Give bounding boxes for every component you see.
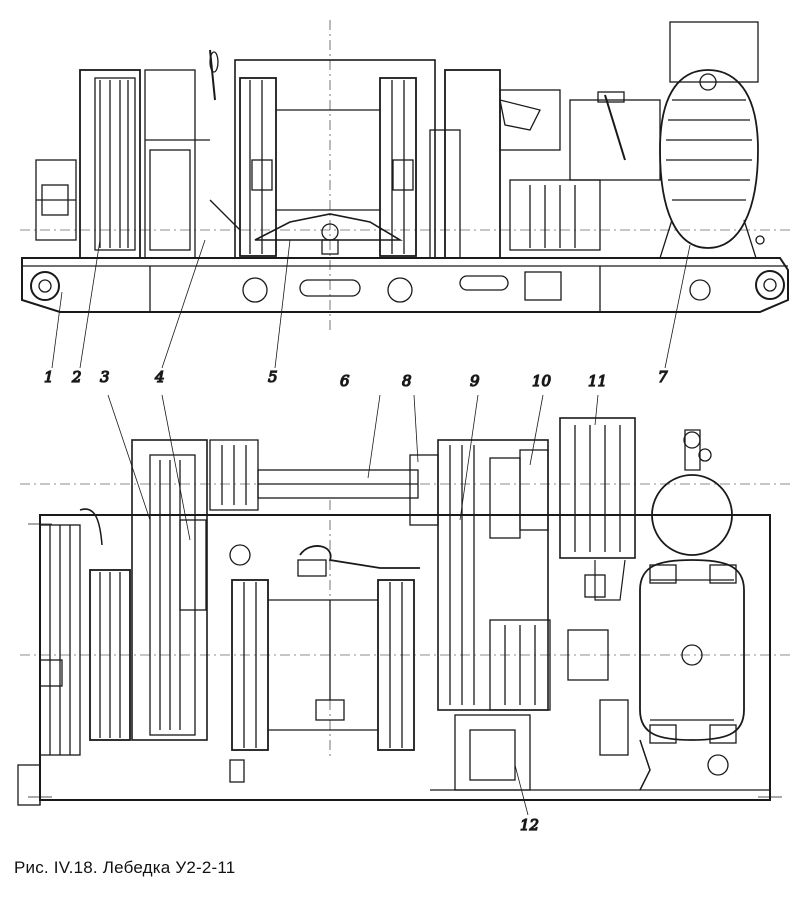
callout-1: 1 [44, 368, 54, 386]
callout-12: 12 [520, 816, 539, 834]
drum-region [209, 59, 436, 259]
callout-2: 2 [71, 368, 82, 386]
left-brake-drum-plan [89, 439, 259, 741]
control-panel [17, 508, 103, 806]
plan-view: 6 8 9 10 11 12 [17, 371, 790, 835]
callout-8: 8 [402, 372, 412, 390]
callout-5: 5 [268, 368, 278, 386]
transmission-plan [409, 439, 770, 791]
callout-6: 6 [340, 372, 350, 390]
callout-10: 10 [532, 372, 552, 390]
band-brake [559, 417, 636, 601]
callout-9: 9 [470, 372, 480, 390]
base-frame [21, 257, 789, 313]
electric-motor-plan [567, 429, 745, 791]
shaft [257, 469, 419, 499]
side-view: 1 2 3 4 5 7 [20, 20, 790, 387]
callout-7: 7 [658, 368, 668, 386]
callout-4: 4 [154, 368, 165, 386]
callout-3: 3 [100, 368, 110, 386]
callout-11: 11 [588, 372, 607, 390]
winch-technical-drawing: 1 2 3 4 5 7 [17, 20, 790, 835]
figure-caption: Рис. IV.18. Лебедка У2-2-11 [14, 858, 236, 877]
main-drum-plan [229, 545, 420, 783]
left-brake-assembly [35, 49, 219, 259]
electric-motor [659, 21, 765, 259]
